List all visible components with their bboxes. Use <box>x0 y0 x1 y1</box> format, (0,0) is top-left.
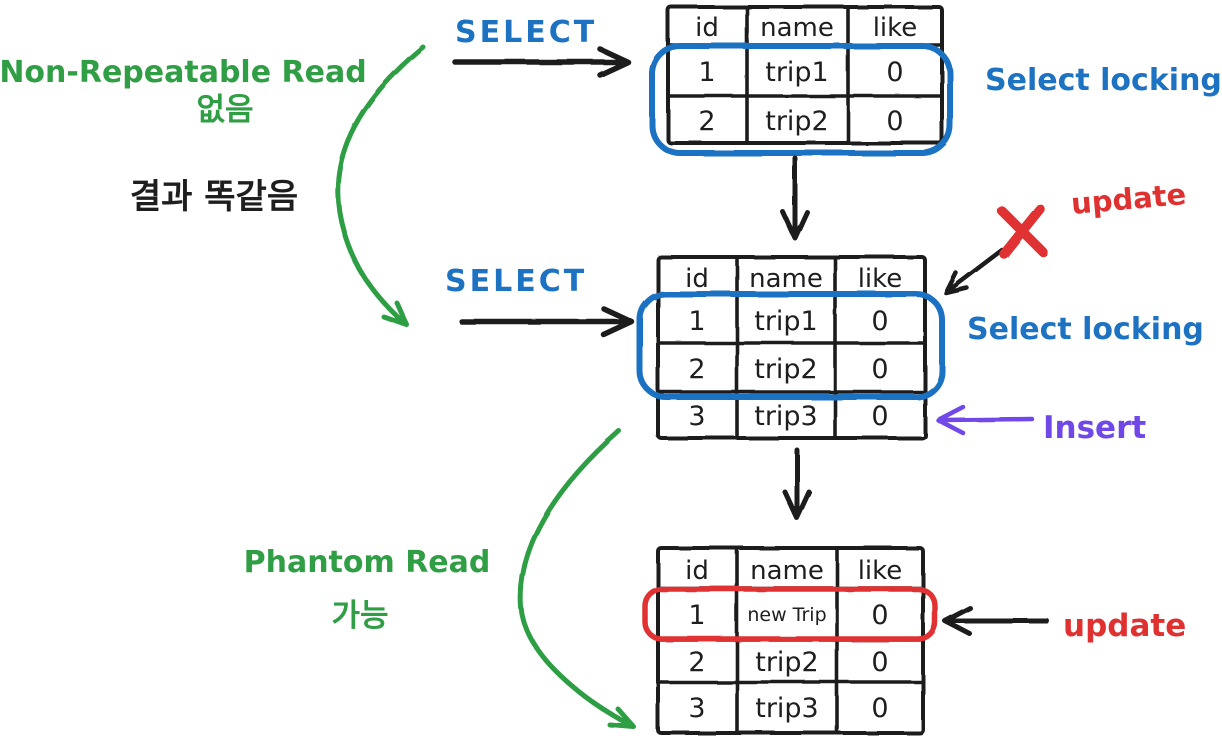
table-2-cells: id name like 1 trip1 0 2 trip2 0 3 trip3… <box>685 264 902 432</box>
table-header-cell: like <box>858 264 903 294</box>
table-1 <box>666 5 944 145</box>
table-3-cells: id name like 1 new Trip 0 2 trip2 0 3 tr… <box>685 556 902 724</box>
table-cell: trip2 <box>755 647 819 678</box>
label-non-repeatable-read-status: 없음 <box>196 92 253 128</box>
green-curve-phantom-icon <box>518 428 637 730</box>
table-cell: trip3 <box>754 401 818 432</box>
table-2-border <box>656 255 927 440</box>
label-select-mid: SELECT <box>445 264 587 299</box>
table-1-border <box>666 5 944 145</box>
arrow-update-blocked-icon <box>943 247 1005 296</box>
table-header-cell: id <box>695 13 719 43</box>
table-cell: 2 <box>688 647 705 678</box>
table-1-cells: id name like 1 trip1 0 2 trip2 0 <box>695 13 917 137</box>
table-cell: 1 <box>688 600 705 631</box>
text-layer: Non-Repeatable Read 없음 결과 똑같음 Phantom Re… <box>0 13 1222 724</box>
label-phantom-read-status: 가능 <box>331 598 388 634</box>
table-1-grid-lines <box>666 5 944 145</box>
table-cell: 3 <box>688 693 705 724</box>
label-insert: Insert <box>1043 410 1146 446</box>
table-cell: 1 <box>698 57 715 88</box>
table-cell: 0 <box>871 600 888 631</box>
arrow-table1-to-table2-icon <box>780 155 810 241</box>
label-select-locking-top: Select locking <box>985 63 1222 98</box>
table-cell: 0 <box>871 401 888 432</box>
table-cell: trip1 <box>754 306 818 337</box>
label-update-applied: update <box>1063 608 1186 644</box>
arrow-select-mid-icon <box>459 306 635 338</box>
table-header-cell: name <box>760 13 834 43</box>
arrow-insert-icon <box>935 404 1035 436</box>
table-cell: trip3 <box>755 693 819 724</box>
table-cell: 0 <box>871 647 888 678</box>
table-header-cell: name <box>750 556 824 586</box>
table-cell: trip2 <box>754 354 818 385</box>
blocked-x-icon <box>997 204 1048 259</box>
table-cell: 0 <box>871 306 888 337</box>
table-3-updated-row-outline <box>642 586 938 642</box>
label-result-same: 결과 똑같음 <box>130 177 298 217</box>
label-select-top: SELECT <box>455 15 597 50</box>
table-cell: 1 <box>688 306 705 337</box>
table-cell: 0 <box>871 693 888 724</box>
table-cell: 0 <box>871 354 888 385</box>
table-header-cell: like <box>858 556 903 586</box>
table-cell: 2 <box>698 106 715 137</box>
arrow-select-top-icon <box>452 46 631 78</box>
table-header-cell: id <box>685 556 709 586</box>
table-cell-updated: new Trip <box>747 604 826 626</box>
green-curve-repeat-select-icon <box>335 44 426 328</box>
arrow-update-applied-icon <box>942 605 1050 637</box>
label-update-blocked: update <box>1070 177 1188 221</box>
table-header-cell: like <box>873 13 918 43</box>
table-2-select-lock-outline <box>637 291 945 400</box>
table-1-select-lock-outline <box>649 43 953 156</box>
table-cell: 0 <box>886 57 903 88</box>
table-cell: trip1 <box>765 57 829 88</box>
arrow-table2-to-table3-icon <box>782 447 812 521</box>
label-non-repeatable-read: Non-Repeatable Read <box>0 55 367 90</box>
label-select-locking-mid: Select locking <box>967 312 1204 347</box>
table-header-cell: name <box>749 264 823 294</box>
table-cell: 0 <box>886 106 903 137</box>
label-phantom-read: Phantom Read <box>244 545 491 580</box>
table-cell: 3 <box>688 401 705 432</box>
table-cell: 2 <box>688 354 705 385</box>
table-cell: trip2 <box>765 106 829 137</box>
table-header-cell: id <box>685 264 709 294</box>
